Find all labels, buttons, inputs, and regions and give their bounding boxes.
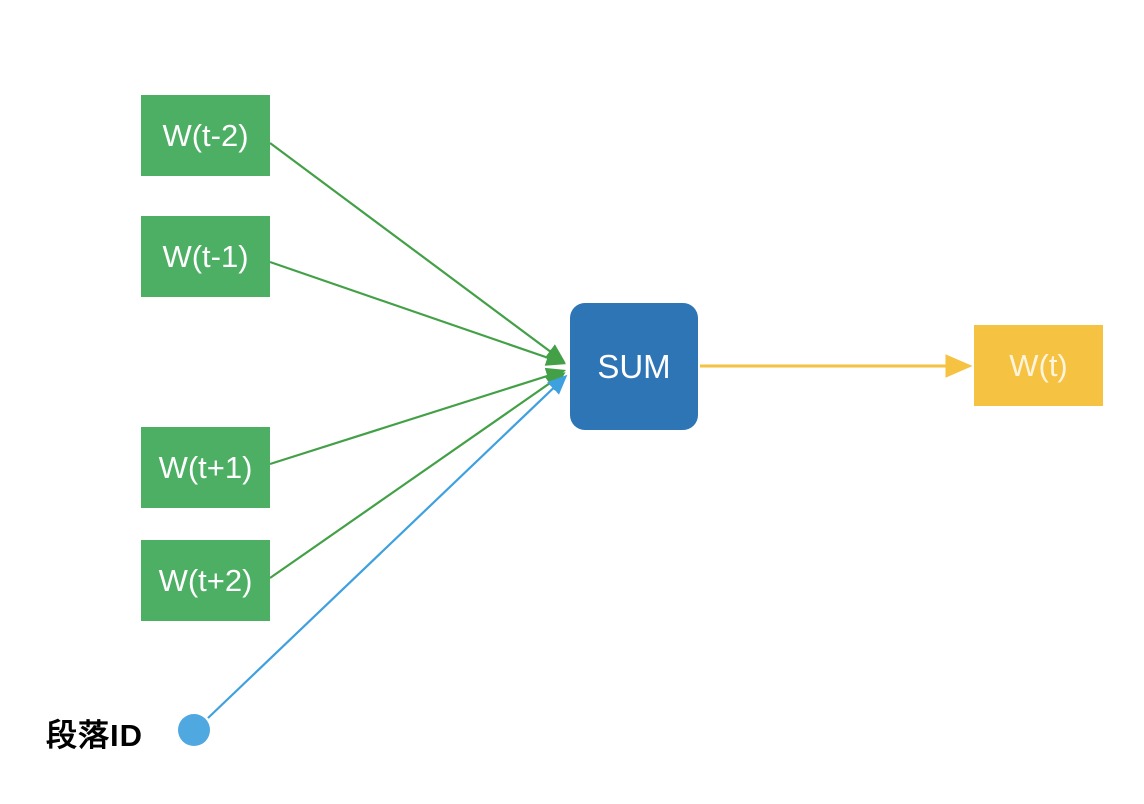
edge-w-t-minus-2-to-sum: [269, 142, 566, 363]
edge-w-t-minus-1-to-sum: [269, 260, 567, 366]
sum-node[interactable]: SUM: [570, 303, 698, 430]
paragraph-id-dot[interactable]: [178, 714, 210, 746]
context-node-w-t-minus-1[interactable]: W(t-1): [141, 216, 270, 297]
output-node-w-t[interactable]: W(t): [974, 325, 1103, 406]
edge-paragraph-to-sum: [207, 374, 568, 719]
context-node-label: W(t+1): [158, 449, 253, 485]
context-node-label: W(t+2): [158, 562, 253, 598]
edge-w-t-plus-2-to-sum: [269, 372, 566, 579]
context-node-w-t-plus-2[interactable]: W(t+2): [141, 540, 270, 621]
paragraph-id-label: 段落ID: [46, 718, 143, 753]
context-node-label: W(t-1): [162, 238, 249, 274]
context-node-w-t-plus-1[interactable]: W(t+1): [141, 427, 270, 508]
context-node-w-t-minus-2[interactable]: W(t-2): [141, 95, 270, 176]
context-node-label: W(t-2): [162, 117, 249, 153]
edge-w-t-plus-1-to-sum: [269, 367, 567, 466]
sum-node-label: SUM: [597, 347, 671, 385]
output-node-label: W(t): [1009, 347, 1068, 383]
